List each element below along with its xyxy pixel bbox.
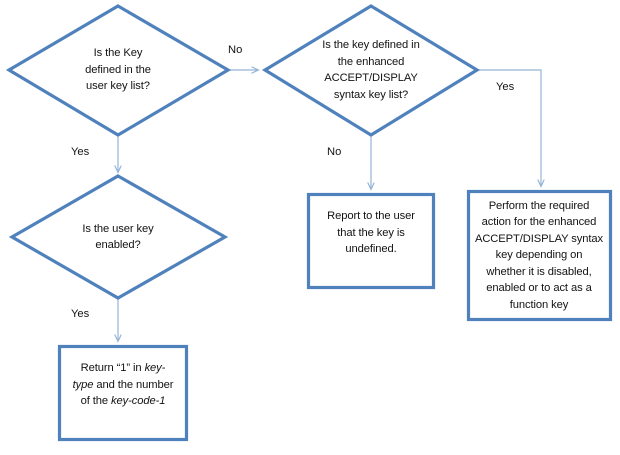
process-node-report-undefined[interactable] [306, 192, 436, 290]
process-node-perform-action[interactable] [466, 189, 613, 322]
edge-label-yes-d2-b2: Yes [496, 81, 515, 93]
edge-label-no-d2-b1: No [327, 146, 342, 158]
decision-node-key-in-enhanced-list[interactable] [261, 4, 481, 137]
edge-label-yes-d3-b3: Yes [71, 308, 90, 320]
connector-d2-to-perform-box [478, 69, 541, 186]
edge-label-no-d1-d2: No [228, 44, 243, 56]
edge-label-yes-d1-d3: Yes [71, 146, 90, 158]
process-node-return-keytype[interactable] [57, 344, 189, 442]
decision-node-user-key-enabled[interactable] [8, 174, 229, 300]
decision-node-key-in-user-list[interactable] [5, 4, 232, 137]
